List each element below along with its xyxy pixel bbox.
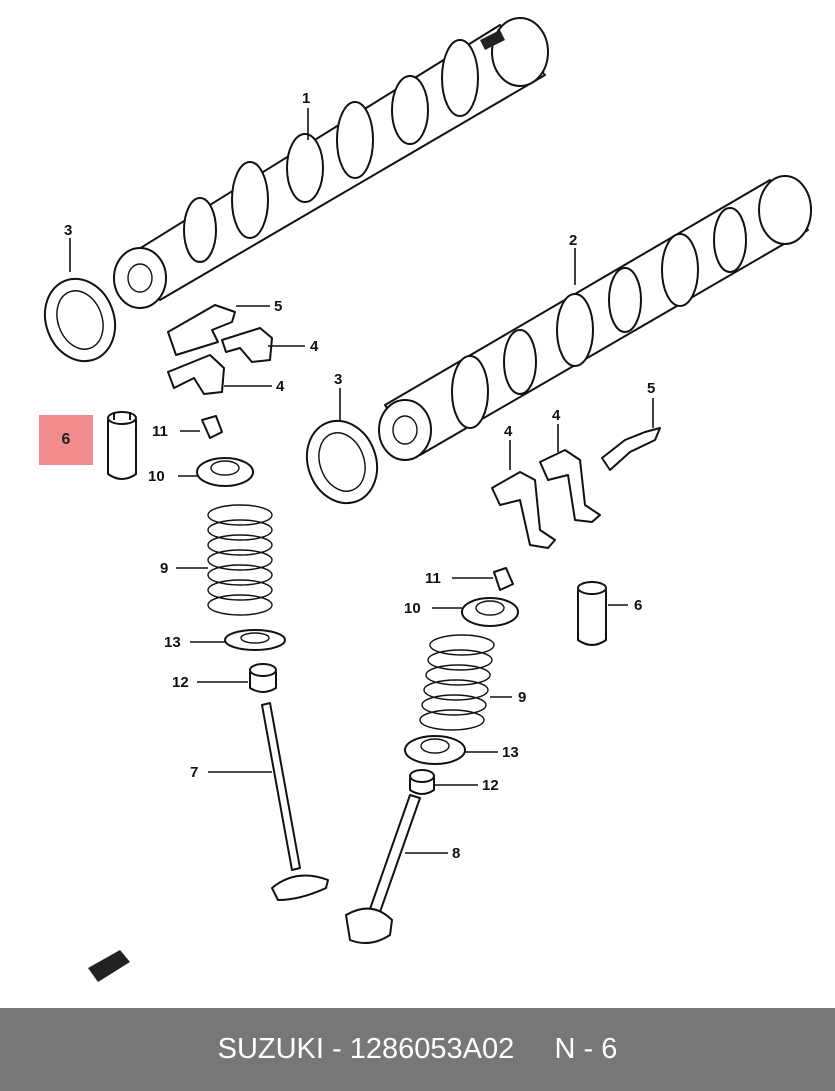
callout-7: 7 — [190, 764, 198, 781]
spring-retainer-10-left — [196, 457, 254, 487]
valve-7 — [261, 702, 329, 901]
callout-12-left: 12 — [172, 674, 189, 691]
callout-4-left-b: 4 — [276, 378, 285, 395]
lifter-6-left — [107, 411, 137, 480]
callout-3-right: 3 — [334, 371, 342, 388]
callout-4-left-a: 4 — [310, 338, 319, 355]
lifter-6-right — [577, 581, 607, 646]
callout-4-right-b: 4 — [504, 423, 513, 440]
valve-keeper-11-right — [493, 567, 514, 591]
callout-13-left: 13 — [164, 634, 181, 651]
valve-spring-9-right — [419, 634, 495, 731]
callout-1: 1 — [302, 90, 310, 107]
callout-6-left: 6 — [61, 431, 71, 448]
callout-12-right: 12 — [482, 777, 499, 794]
detail-fragment — [88, 950, 130, 982]
oil-seal-left — [43, 277, 117, 363]
callout-labels: 1 2 3 3 5 4 4 5 4 4 11 10 9 13 12 7 11 1… — [64, 90, 655, 862]
brand-separator: - — [323, 1033, 350, 1065]
spring-seat-13-left — [224, 629, 286, 651]
spring-retainer-10-right — [461, 597, 519, 627]
exploded-parts-diagram: 1 2 3 3 5 4 4 5 4 4 11 10 9 13 12 7 11 1… — [43, 17, 812, 982]
callout-5-right: 5 — [647, 380, 655, 397]
callout-9-left: 9 — [160, 560, 168, 577]
cap-4-right-a — [491, 471, 556, 549]
target-part-highlight — [39, 415, 93, 465]
callout-9-right: 9 — [518, 689, 526, 706]
stem-seal-12-left — [249, 663, 277, 693]
footer-gap — [514, 1033, 554, 1066]
part-info-footer: SUZUKI - 1286053A02 N - 6 — [0, 1008, 835, 1091]
part-code: 1286053A02 — [349, 1033, 515, 1065]
cap-4-left-upper — [221, 327, 273, 363]
callout-11-right: 11 — [425, 570, 441, 587]
stem-seal-12-right — [409, 769, 435, 795]
valve-keeper-11-left — [201, 415, 223, 439]
callout-5-left: 5 — [274, 298, 282, 315]
callout-11-left: 11 — [152, 423, 168, 440]
spring-seat-13-right — [404, 735, 466, 765]
valve-spring-9-left — [207, 504, 273, 616]
diagram-reference: N - 6 — [554, 1033, 618, 1065]
callout-4-right-a: 4 — [552, 407, 561, 424]
oil-seal-right — [305, 419, 379, 505]
callout-13-right: 13 — [502, 744, 519, 761]
callout-10-right: 10 — [404, 600, 421, 617]
cap-4-left-lower — [167, 354, 225, 395]
leader-lines — [69, 108, 654, 854]
callout-3-left: 3 — [64, 222, 72, 239]
callout-10-left: 10 — [148, 468, 165, 485]
camshaft-2 — [378, 175, 812, 461]
bracket-5-left — [167, 304, 236, 356]
callout-2: 2 — [569, 232, 577, 249]
callout-6-right: 6 — [634, 597, 642, 614]
callout-8: 8 — [452, 845, 460, 862]
valve-8 — [345, 794, 421, 945]
bracket-5-right — [601, 427, 661, 471]
camshaft-1 — [113, 17, 549, 309]
cap-4-right-b — [539, 449, 601, 523]
brand-name: SUZUKI — [217, 1033, 324, 1065]
